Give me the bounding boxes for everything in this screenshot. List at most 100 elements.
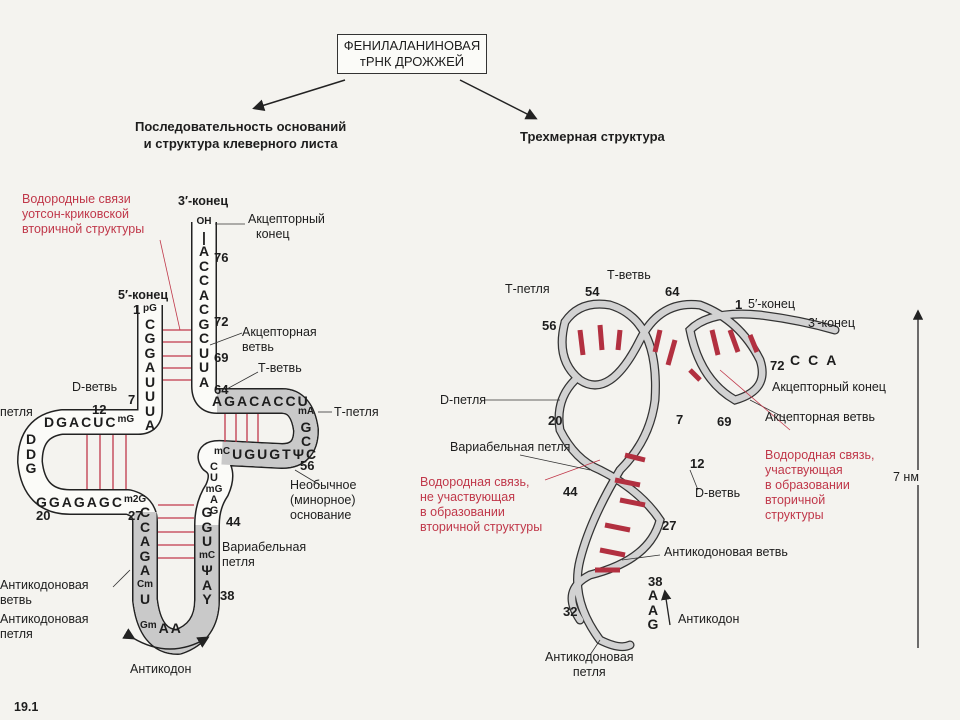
base-letter: |: [202, 228, 206, 245]
cl-acstem-1: Антикодоновая: [0, 578, 89, 592]
title-line1: ФЕНИЛАЛАНИНОВАЯ: [343, 38, 481, 53]
cl-acceptor-end-2: конец: [256, 227, 290, 241]
tertiary-ribbons: [554, 299, 840, 652]
t3-hbs-3: в образовании: [765, 478, 850, 492]
t3-hbs-4: вторичной: [765, 493, 826, 507]
base-letter: U: [297, 393, 308, 409]
arrow-right: [459, 79, 538, 120]
base-letter: mG: [117, 414, 135, 425]
cl-5prime-end: 5′-конец: [118, 288, 169, 302]
left-heading: Последовательность оснований и структура…: [135, 118, 346, 152]
num-72: 72: [214, 314, 229, 329]
cl-acceptor-stem-2: ветвь: [242, 340, 274, 354]
hbond-label-2: уотсон-криковской: [22, 207, 130, 221]
cl-variable-2: петля: [222, 555, 255, 569]
base-letter: U: [198, 359, 210, 375]
hbond-label-3: вторичной структуры: [22, 222, 145, 236]
base-letter: C: [306, 446, 317, 462]
base-letter: C: [139, 518, 151, 535]
base-letter: A: [139, 533, 151, 549]
base-letter: mA: [297, 406, 315, 417]
base-letter: G: [269, 446, 281, 462]
t3-d-stem: D-ветвь: [695, 486, 741, 500]
base-letter: A: [139, 562, 151, 578]
base-letter: m2G: [123, 494, 147, 505]
num-7: 7: [128, 392, 136, 407]
base-letter: T: [282, 446, 291, 462]
t3-num-27: 27: [662, 518, 677, 533]
cl-t-stem: Т-ветвь: [258, 361, 302, 375]
num-44: 44: [226, 514, 241, 529]
base-letter: A: [647, 601, 659, 618]
base-letter: G: [144, 344, 156, 361]
cl-3prime-end: 3′-конец: [178, 194, 229, 208]
base-letter: G: [224, 393, 236, 409]
base-letter: G: [36, 494, 47, 510]
base-letter: C: [300, 433, 312, 449]
t3-acceptor-stem: Акцепторная ветвь: [765, 410, 876, 424]
base-letter: G: [300, 418, 312, 435]
hbond-label: Водородные связи уотсон-криковской втори…: [22, 192, 144, 237]
base-letter: A: [237, 393, 248, 409]
pointer-lines: [112, 223, 332, 588]
figure-number: 19.1: [14, 700, 39, 714]
t3-num-12: 12: [690, 456, 705, 471]
hbond-lines: [86, 329, 259, 559]
num-38: 38: [220, 588, 235, 603]
base-letter: C: [144, 315, 156, 332]
base-letter: A: [210, 494, 218, 506]
base-letter: C: [808, 352, 819, 368]
base-letter: C: [105, 414, 116, 430]
base-letter: G: [209, 505, 219, 517]
t3-hbs-2: участвующая: [765, 463, 843, 477]
base-letter: U: [144, 373, 156, 390]
base-letter: C: [139, 504, 151, 520]
tertiary-pointer-lines: [485, 369, 791, 656]
base-letter: pG: [143, 303, 157, 314]
cl-variable-1: Вариабельная: [222, 540, 307, 554]
right-heading: Трехмерная структура: [520, 129, 665, 144]
t3-num-72: 72: [770, 358, 785, 373]
base-letter: C: [210, 461, 218, 473]
t3-hbond-secondary: Водородная связь, участвующая в образова…: [765, 448, 875, 523]
base-letter: G: [198, 315, 210, 332]
base-letter: C: [111, 494, 122, 510]
t3-5prime-end: 5′-конец: [748, 297, 796, 311]
num-12: 12: [92, 402, 107, 417]
t3-hbn-4: вторичной структуры: [420, 520, 543, 534]
base-letter: U: [144, 388, 156, 404]
base-letter: G: [139, 547, 151, 564]
t3-num-54: 54: [585, 284, 600, 299]
cl-unusual-1: Необычное: [290, 478, 357, 492]
t3-acloop-2: петля: [572, 665, 606, 679]
base-letter: C: [198, 257, 210, 274]
base-letter: Y: [202, 591, 212, 607]
base-letter: C: [790, 352, 801, 368]
base-letter: G: [144, 330, 156, 346]
base-letter: A: [198, 243, 210, 259]
base-letter: G: [25, 460, 37, 476]
base-letter: A: [69, 414, 80, 430]
base-letter: D: [25, 431, 37, 447]
t3-d-loop: D-петля: [440, 393, 487, 407]
t3-t-loop: Т-петля: [505, 282, 550, 296]
base-letter: U: [198, 344, 210, 361]
cl-acloop-2: петля: [0, 627, 33, 641]
base-letter: C: [198, 330, 210, 346]
base-letter: C: [198, 272, 210, 288]
cl-acceptor-stem-1: Акцепторная: [242, 325, 317, 339]
cl-unusual-3: основание: [290, 508, 352, 522]
anticodon-arrow: [122, 628, 210, 650]
t3-num-64: 64: [665, 284, 680, 299]
